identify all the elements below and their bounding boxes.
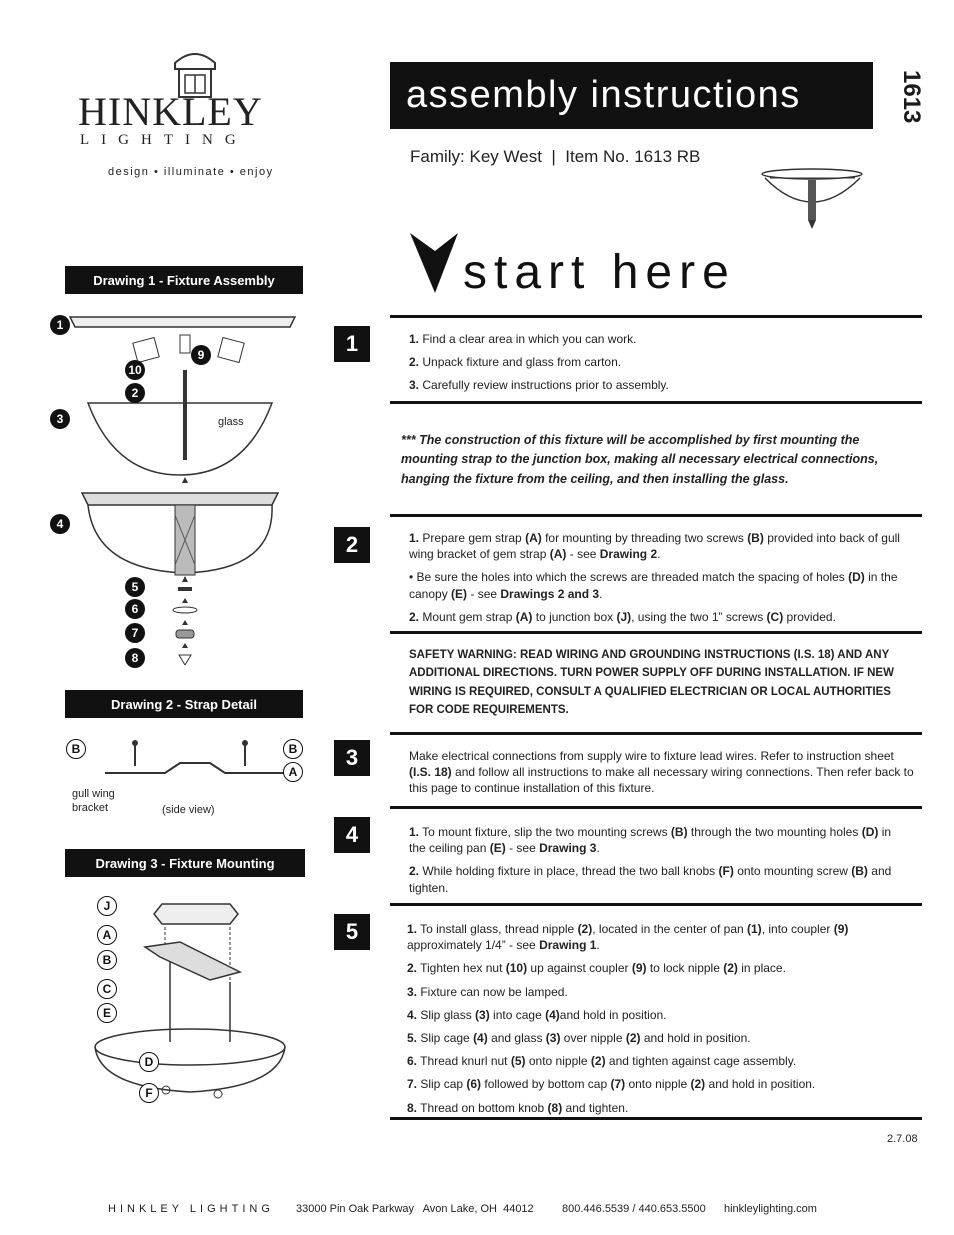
drawing-2-label: Drawing 2 - Strap Detail (65, 690, 303, 718)
safety-warning: SAFETY WARNING: READ WIRING AND GROUNDIN… (409, 649, 894, 717)
family-line: Family: Key West | Item No. 1613 RB (410, 147, 701, 166)
start-here-heading: start here (463, 246, 736, 299)
callout-a: A (283, 762, 303, 782)
rule (390, 1117, 922, 1120)
drawing-1-label: Drawing 1 - Fixture Assembly (65, 266, 303, 294)
footer-company: HINKLEY LIGHTING (108, 1203, 274, 1215)
step-5-text: 1. To install glass, thread nipple (2), … (407, 922, 849, 1115)
callout-5: 5 (125, 577, 145, 597)
step-2-text: 1. Prepare gem strap (A) for mounting by… (409, 531, 900, 624)
callout-f: F (139, 1083, 159, 1103)
brand-logo: HINKLEY LIGHTING design • illuminate • e… (75, 40, 310, 185)
footer-address: 33000 Pin Oak Parkway Avon Lake, OH 4401… (296, 1203, 534, 1215)
step-1-text: 1. Find a clear area in which you can wo… (409, 332, 669, 393)
callout-7: 7 (125, 623, 145, 643)
rule (390, 806, 922, 809)
callout-b-left: B (66, 739, 86, 759)
callout-1: 1 (50, 315, 70, 335)
drawing-1-fixture-assembly (68, 316, 297, 665)
callout-d: D (139, 1052, 159, 1072)
rule (390, 514, 922, 517)
callout-c: C (97, 979, 117, 999)
rule (390, 732, 922, 735)
callout-j: J (97, 896, 117, 916)
rule (390, 401, 922, 404)
step-4-text: 1. To mount fixture, slip the two mounti… (409, 825, 892, 895)
brand-name: HINKLEY (78, 89, 263, 134)
drawing-3-label: Drawing 3 - Fixture Mounting (65, 849, 305, 877)
footer-website[interactable]: hinkleylighting.com (724, 1203, 817, 1215)
revision-date: 2.7.08 (887, 1133, 918, 1145)
title-bar: assembly instructions (390, 62, 873, 129)
callout-2: 2 (125, 383, 145, 403)
rule (390, 903, 922, 906)
callout-10: 10 (125, 360, 145, 380)
step-2-number: 2 (334, 527, 370, 563)
step-4-number: 4 (334, 817, 370, 853)
callout-8: 8 (125, 648, 145, 668)
step-5-number: 5 (334, 914, 370, 950)
glass-label: glass (218, 416, 244, 428)
callout-4: 4 (50, 514, 70, 534)
callout-3: 3 (50, 409, 70, 429)
brand-tagline: design • illuminate • enjoy (108, 166, 274, 178)
page-title: assembly instructions (406, 74, 801, 116)
callout-9: 9 (191, 345, 211, 365)
rule (390, 315, 922, 318)
drawing-3-fixture-mounting (94, 903, 286, 1099)
step-3-number: 3 (334, 740, 370, 776)
bracket-label: bracket (72, 802, 109, 814)
step-1-number: 1 (334, 326, 370, 362)
fixture-thumbnail (761, 168, 863, 229)
construction-note: *** The construction of this fixture wil… (401, 433, 879, 486)
step-3-text: Make electrical connections from supply … (409, 749, 914, 796)
callout-b-right: B (283, 739, 303, 759)
gull-wing-label: gull wing (72, 788, 115, 800)
rule (390, 631, 922, 634)
brand-sub: LIGHTING (80, 132, 248, 148)
callout-a-d3: A (97, 925, 117, 945)
start-arrow-icon (410, 233, 458, 293)
footer-phone: 800.446.5539 / 440.653.5500 (562, 1203, 706, 1215)
callout-6: 6 (125, 599, 145, 619)
side-view-label: (side view) (162, 804, 215, 816)
lantern-icon (174, 53, 216, 98)
callout-e: E (97, 1003, 117, 1023)
drawing-2-strap-detail (105, 740, 285, 774)
callout-b-d3: B (97, 950, 117, 970)
item-number-vertical: 1613 (898, 70, 925, 124)
